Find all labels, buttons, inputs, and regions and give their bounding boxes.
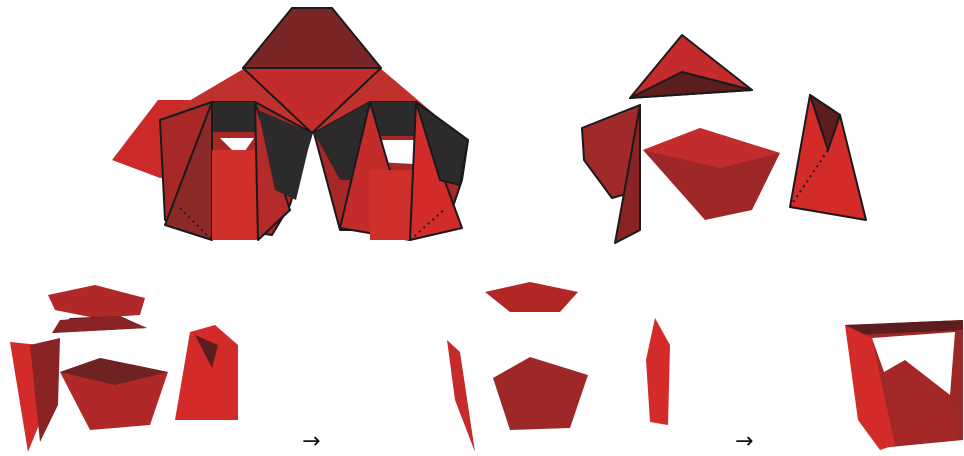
exploded-pieces-step-1 — [10, 285, 238, 452]
center-pentagon — [493, 357, 588, 430]
exploded-pieces-step-2 — [447, 282, 670, 452]
assembled-box — [845, 320, 963, 450]
top-diamond-upper — [243, 8, 381, 68]
top-plate — [485, 282, 578, 312]
right-wall — [175, 325, 238, 420]
left-sliver — [447, 340, 475, 452]
right-sliver — [646, 318, 670, 425]
left-pyramid-front-face — [212, 150, 258, 240]
top-plate — [48, 285, 145, 318]
arrow-step-2: → — [735, 431, 753, 453]
arrow-step-1: → — [302, 431, 320, 453]
top-plate-lower-front — [52, 316, 147, 333]
exploded-outlined-pieces — [582, 35, 866, 243]
assembled-model — [112, 8, 468, 240]
right-pyramid-front-face — [370, 170, 414, 240]
left-pyramid-dark-band — [212, 102, 255, 132]
